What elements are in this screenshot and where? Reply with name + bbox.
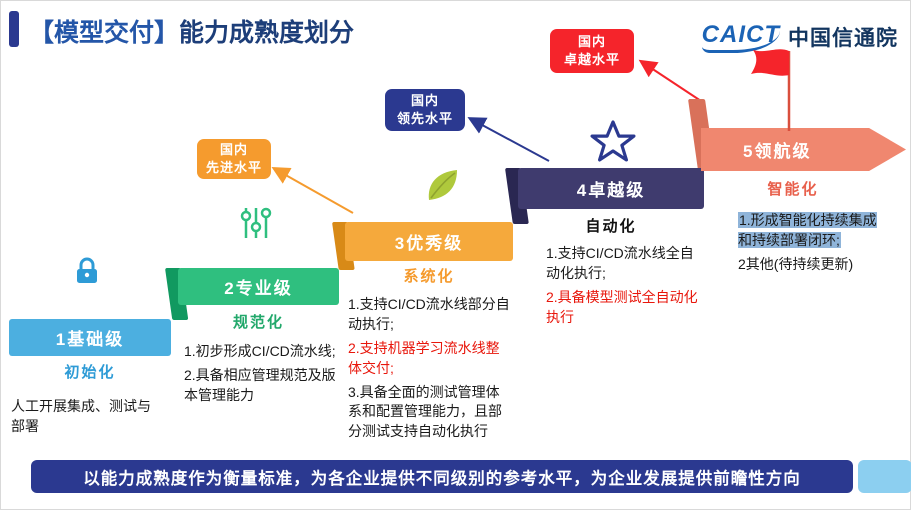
detail-item: 2.具备相应管理规范及版本管理能力 <box>184 366 336 403</box>
detail-item: 1.支持CI/CD流水线部分自动执行; <box>348 296 510 332</box>
level-3-tagline: 系统化 <box>403 268 455 285</box>
level-5-tagline: 智能化 <box>767 181 819 198</box>
badge-line: 国内 <box>219 142 248 158</box>
detail-item: 3.具备全面的测试管理体系和配置管理能力，且部分测试支持自动化执行 <box>348 383 502 440</box>
level-2-tagline: 规范化 <box>232 314 284 331</box>
level-1-bar: 1基础级 <box>9 319 171 356</box>
detail-item-highlighted-red: 2.支持机器学习流水线整体交付; <box>348 339 500 376</box>
summary-banner-text: 以能力成熟度作为衡量标准，为各企业提供不同级别的参考水平，为企业发展提供前瞻性方… <box>83 469 801 488</box>
badge-line: 卓越水平 <box>563 52 620 67</box>
banner-end-cap <box>858 460 911 493</box>
badge-line: 国内 <box>577 34 606 50</box>
page-title: 【模型交付】能力成熟度划分 <box>29 13 354 49</box>
badge-line: 国内 <box>410 93 439 109</box>
detail-item-highlighted-red: 2.具备模型测试全自动化执行 <box>546 288 698 325</box>
detail-item-highlighted-blue: 1.形成智能化持续集成和持续部署闭环; <box>738 212 877 248</box>
caict-logo-latin: CAICT <box>701 21 780 53</box>
level-5-label: 5领航级 <box>743 142 812 161</box>
detail-item: 1.支持CI/CD流水线全自动化执行; <box>546 245 694 281</box>
level-2-bar: 2专业级 <box>178 268 339 305</box>
level-1-label: 1基础级 <box>55 330 125 349</box>
level-5-arrow-bar: 5领航级 <box>701 128 906 171</box>
lock-icon <box>77 257 97 283</box>
detail-item: 1.形成智能化持续集成和持续部署闭环; <box>738 211 890 251</box>
badge-domestic-leading: 国内 领先水平 <box>385 89 465 131</box>
level-4-label: 4卓越级 <box>576 181 646 200</box>
badge-line: 先进水平 <box>205 160 262 175</box>
level-3-details: 1.支持CI/CD流水线部分自动执行; 2.支持机器学习流水线整体交付; 3.具… <box>348 295 513 446</box>
level-4-details: 1.支持CI/CD流水线全自动化执行; 2.具备模型测试全自动化执行 <box>546 244 704 332</box>
detail-item: 人工开展集成、测试与部署 <box>11 398 151 434</box>
level-1-details: 人工开展集成、测试与部署 <box>11 397 161 441</box>
arrow-to-leading-badge <box>467 117 550 162</box>
detail-item: 2其他(待持续更新) <box>738 255 854 272</box>
level-1-tagline: 初始化 <box>64 364 116 381</box>
badge-domestic-excellent: 国内 卓越水平 <box>550 29 634 73</box>
detail-item: 1.初步形成CI/CD流水线; <box>184 343 336 359</box>
leaf-icon <box>428 170 457 200</box>
level-2-label: 2专业级 <box>224 279 293 298</box>
page-title-text: 能力成熟度划分 <box>179 19 355 47</box>
badge-line: 领先水平 <box>396 111 453 126</box>
level-2-details: 1.初步形成CI/CD流水线; 2.具备相应管理规范及版本管理能力 <box>184 342 342 410</box>
level-5-details: 1.形成智能化持续集成和持续部署闭环; 2其他(待持续更新) <box>738 211 890 279</box>
level-4-bar: 4卓越级 <box>518 168 704 209</box>
level-4-tagline: 自动化 <box>585 218 637 235</box>
level-3-bar: 3优秀级 <box>345 222 513 261</box>
arrow-to-excellent-badge <box>638 59 702 102</box>
page-title-bracket: 【模型交付】 <box>29 19 180 47</box>
level-3-label: 3优秀级 <box>394 234 464 253</box>
flag-icon <box>751 49 791 131</box>
star-icon <box>590 120 636 162</box>
arrow-to-advanced-badge <box>271 167 354 214</box>
title-accent-bar <box>9 11 19 47</box>
sliders-icon <box>240 207 272 238</box>
caict-logo: CAICT 中国信通院 <box>701 21 898 53</box>
summary-banner: 以能力成熟度作为衡量标准，为各企业提供不同级别的参考水平，为企业发展提供前瞻性方… <box>31 460 853 493</box>
badge-domestic-advanced: 国内 先进水平 <box>197 139 271 179</box>
caict-logo-chinese: 中国信通院 <box>788 27 898 50</box>
